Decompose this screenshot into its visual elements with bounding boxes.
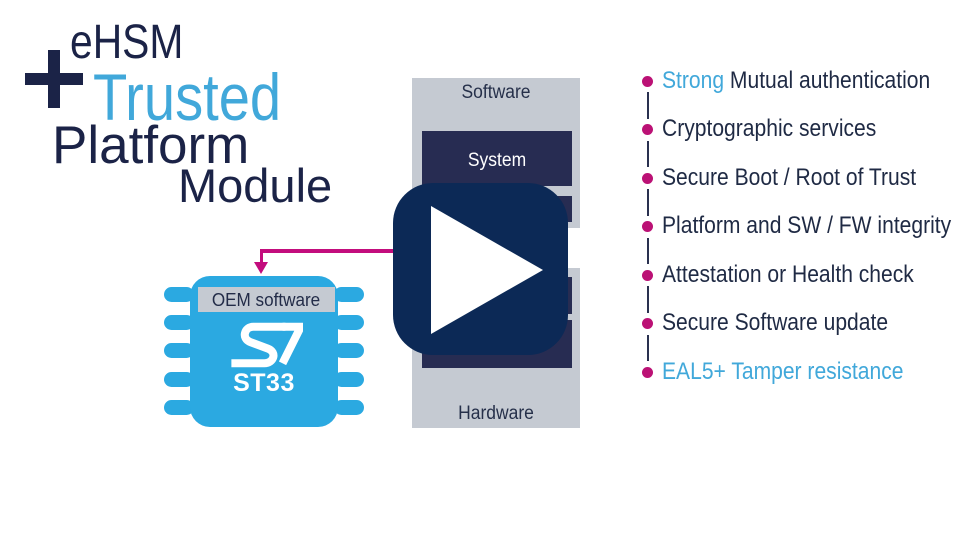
hardware-label: Hardware <box>458 403 534 424</box>
feature-text: Secure Boot / Root of Trust <box>662 163 917 191</box>
connector-line <box>646 334 649 361</box>
chip-pin <box>334 343 364 358</box>
feature-item-software-update: Secure Software update <box>642 307 925 341</box>
bullet-dot <box>642 318 653 329</box>
arrow-head-icon <box>254 262 268 274</box>
feature-text: Strong Mutual authentication <box>662 66 931 94</box>
oem-software-label: OEM software <box>212 289 321 310</box>
connector-line <box>646 189 649 216</box>
connector-line <box>646 92 649 119</box>
oem-software-bar: OEM software <box>198 287 335 312</box>
feature-item-secure-boot: Secure Boot / Root of Trust <box>642 161 958 195</box>
chip-pin <box>164 287 194 302</box>
chip-pin <box>164 315 194 330</box>
connector-line <box>646 286 649 313</box>
bullet-dot <box>642 269 653 281</box>
arrow-vertical-segment <box>259 249 263 263</box>
feature-text: Cryptographic services <box>662 115 877 143</box>
plus-icon-horizontal-bar <box>25 73 83 85</box>
st-logo-icon <box>231 322 303 368</box>
chip-pin <box>334 315 364 330</box>
chip-pin <box>164 343 194 358</box>
chip-pin <box>334 287 364 302</box>
feature-item-attestation: Attestation or Health check <box>642 258 955 292</box>
feature-item-mutual-authentication: Strong Mutual authentication <box>642 64 960 98</box>
title-ehsm: eHSM <box>70 16 184 69</box>
feature-item-platform-integrity: Platform and SW / FW integrity <box>642 210 960 244</box>
chip-pin <box>164 400 194 415</box>
bullet-dot <box>642 75 653 87</box>
chip-pin <box>334 372 364 387</box>
bullet-dot <box>642 172 653 184</box>
feature-text: Platform and SW / FW integrity <box>662 212 952 240</box>
bullet-dot <box>642 221 653 232</box>
chip-part-number: ST33 <box>233 369 295 397</box>
title-module: Module <box>178 159 333 212</box>
st33-chip: OEM software ST33 <box>164 276 364 428</box>
software-label: Software <box>461 82 531 103</box>
feature-text: EAL5+ Tamper resistance <box>662 357 904 385</box>
connector-line <box>646 140 649 167</box>
title-trusted: Trusted <box>93 60 282 134</box>
feature-item-cryptographic-services: Cryptographic services <box>642 113 911 147</box>
feature-text: Attestation or Health check <box>662 260 914 288</box>
chip-pin <box>164 372 194 387</box>
feature-text: Secure Software update <box>662 309 889 337</box>
feature-item-tamper-resistance: EAL5+ Tamper resistance <box>642 355 943 389</box>
arrow-horizontal-segment <box>261 249 400 253</box>
system-box <box>422 131 572 186</box>
system-label: System <box>467 150 527 171</box>
connector-line <box>646 237 649 264</box>
title-platform: Platform <box>52 116 250 175</box>
play-button[interactable] <box>393 183 568 355</box>
chip-pin <box>334 400 364 415</box>
bullet-dot <box>642 124 653 135</box>
play-triangle-icon <box>431 206 543 334</box>
bullet-dot <box>642 366 653 378</box>
